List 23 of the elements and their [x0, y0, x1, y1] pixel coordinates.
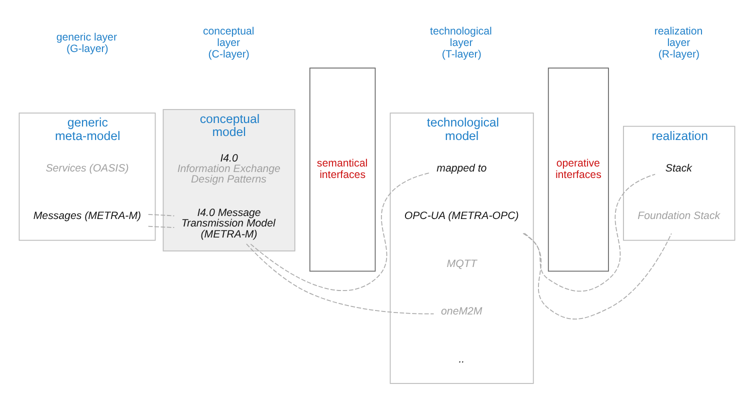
node-text: Foundation Stack — [638, 210, 720, 222]
node-text: Messages (METRA-M) — [33, 210, 142, 222]
node-text: Stack — [665, 162, 692, 174]
node-box: semantical interfaces — [309, 67, 376, 272]
node-text: I4.0 Message Transmission Model (METRA-M) — [181, 206, 276, 240]
node-text: Services (OASIS) — [46, 162, 129, 174]
connector — [148, 225, 175, 228]
connector — [250, 172, 430, 291]
node-text: mapped to — [436, 162, 487, 174]
node-text: MQTT — [446, 257, 477, 270]
connector — [524, 232, 672, 319]
connector — [246, 243, 434, 314]
connector — [522, 173, 656, 292]
node-text: OPC-UA (METRA-OPC) — [404, 210, 519, 222]
label: realization layer (R-layer) — [654, 25, 703, 60]
label: generic layer (G-layer) — [56, 30, 117, 54]
label: conceptual layer (C-layer) — [202, 25, 254, 60]
node-box: operative interfaces — [548, 67, 609, 272]
node-text: oneM2M — [441, 305, 482, 318]
node-text: I4.0 Information Exchange Design Patterns — [177, 152, 280, 186]
connector — [148, 214, 175, 216]
node-text: .. — [458, 352, 465, 365]
label: technological layer (T-layer) — [430, 25, 492, 60]
